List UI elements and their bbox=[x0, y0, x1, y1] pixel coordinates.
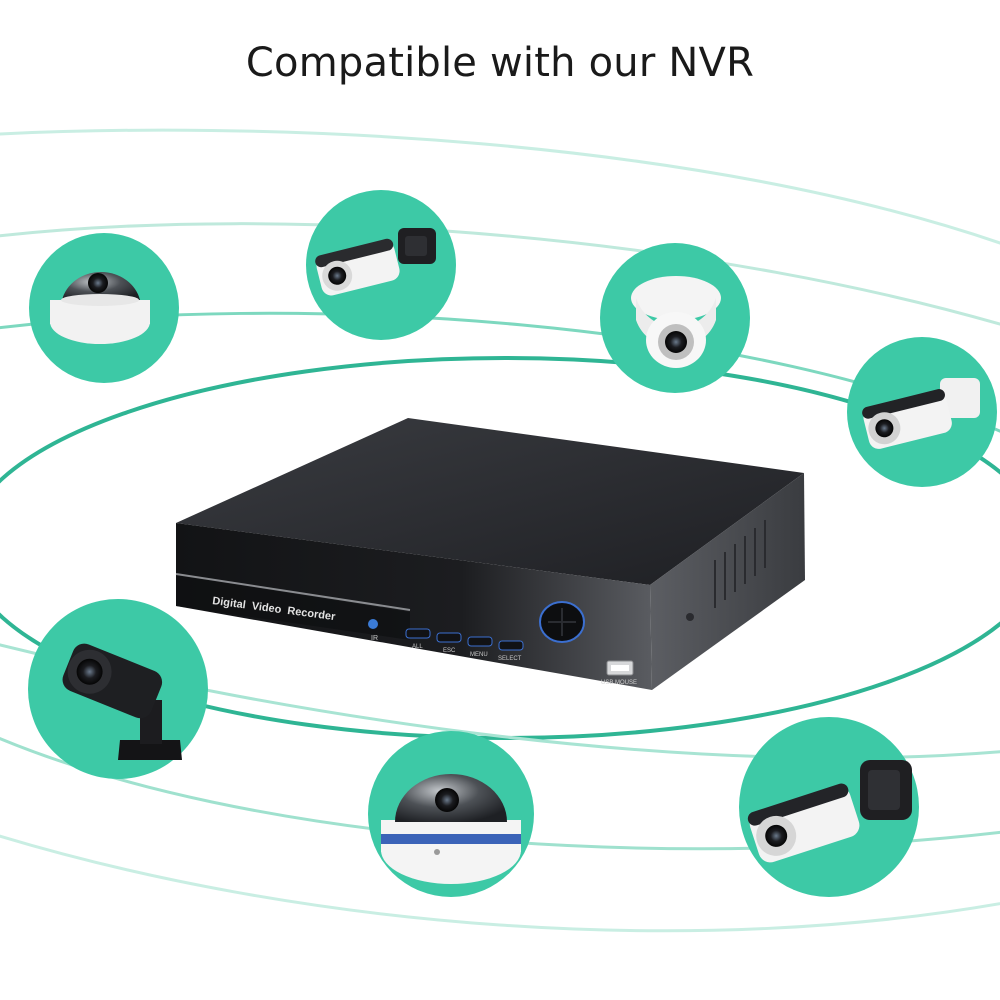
usb-port-label: USB MOUSE bbox=[601, 680, 637, 686]
bullet-camera-mount bbox=[739, 717, 919, 897]
all-button[interactable] bbox=[405, 628, 431, 639]
usb-port[interactable] bbox=[606, 660, 634, 676]
dome-camera bbox=[29, 233, 179, 383]
bullet-camera-black bbox=[28, 599, 208, 779]
bullet-camera-small bbox=[847, 337, 997, 487]
side-screw-icon bbox=[686, 613, 694, 621]
front-buttons: ALL ESC MENU SELECT bbox=[405, 628, 524, 662]
bullet-camera bbox=[306, 190, 456, 340]
camera-circles bbox=[28, 190, 997, 897]
esc-button[interactable] bbox=[436, 632, 462, 643]
ir-label: IR bbox=[371, 635, 378, 642]
turret-dome-camera bbox=[600, 243, 750, 393]
dial-arrows-icon bbox=[548, 608, 576, 636]
select-button[interactable] bbox=[498, 640, 524, 651]
select-button-label: SELECT bbox=[498, 656, 522, 662]
video-recorder: IR Digital Video Recorder ALL ESC MENU S… bbox=[175, 418, 805, 690]
navigation-dial[interactable] bbox=[539, 601, 585, 643]
side-vents bbox=[714, 520, 766, 608]
menu-button[interactable] bbox=[467, 636, 493, 647]
headline: Compatible with our NVR bbox=[245, 40, 755, 86]
orbit-line bbox=[0, 834, 1000, 933]
menu-button-label: MENU bbox=[470, 652, 488, 658]
recorder-side bbox=[650, 473, 805, 690]
all-button-label: ALL bbox=[412, 644, 423, 650]
orbit-line bbox=[0, 128, 1000, 245]
orbit-line bbox=[0, 222, 1000, 326]
recorder-front bbox=[176, 523, 652, 690]
esc-button-label: ESC bbox=[443, 648, 456, 654]
recorder-top bbox=[176, 418, 804, 585]
vandal-dome-camera bbox=[368, 731, 534, 897]
ir-sensor bbox=[368, 619, 378, 629]
